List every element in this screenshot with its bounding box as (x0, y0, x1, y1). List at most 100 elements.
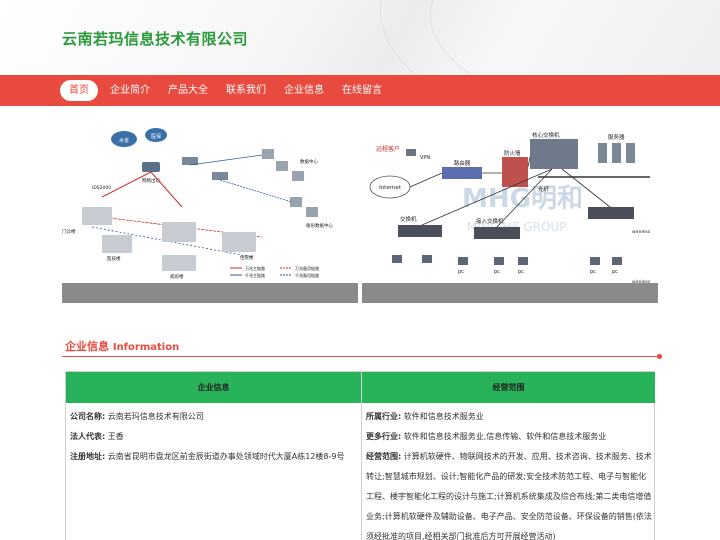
server-icon (276, 161, 288, 171)
legend-label: 万兆主链路 (245, 265, 265, 271)
laptop-icon (406, 149, 416, 156)
remote-client-label: 远程客户 (376, 145, 400, 153)
cloud-label: 水省 (119, 137, 129, 144)
router-icon (442, 167, 482, 179)
wireless-label: wireless (632, 279, 651, 285)
switch-icon (398, 225, 442, 237)
pc-label: pc (518, 269, 524, 275)
firewall-icon (502, 157, 528, 187)
company-name-key: 公司名称: (70, 412, 106, 421)
address-key: 注册地址: (70, 452, 106, 461)
scope-key: 经营范围: (366, 452, 402, 461)
cloud-icon (111, 131, 137, 147)
industry-key: 所属行业: (366, 412, 402, 421)
pc-label: pc (458, 269, 464, 275)
company-name-row: 公司名称: 云南若玛信息技术有限公司 (70, 407, 204, 427)
backup-center-label: 备份数据中心 (306, 222, 333, 229)
enterprise-network-diagram: MHG明和 MING HE GROUP 远程客户 VPN Internet 路由… (369, 131, 651, 285)
core-router-icon (142, 162, 160, 172)
nav-item-contact[interactable]: 联系我们 (226, 85, 266, 96)
link-line (421, 168, 553, 226)
internet-label: Internet (379, 185, 402, 191)
company-name-value: 云南若玛信息技术有限公司 (107, 412, 204, 421)
pc-icon (612, 257, 622, 265)
nav-item-message[interactable]: 在线留言 (342, 85, 382, 96)
pc-icon (392, 255, 402, 263)
site-title[interactable]: 云南若玛信息技术有限公司 (62, 30, 249, 48)
outpatient-label: 门诊楼 (62, 228, 76, 235)
banner-caption-bar (362, 283, 658, 303)
link-line (189, 154, 263, 166)
banner-enterprise-network[interactable]: MHG明和 MING HE GROUP 远程客户 VPN Internet 路由… (362, 127, 658, 303)
pc-icon (590, 257, 600, 265)
legend-label: 万兆备用链路 (295, 265, 319, 271)
more-industry-value: 软件和信息技术服务业,信息传输、软件和信息技术服务业 (403, 432, 607, 441)
industry-row: 所属行业: 软件和信息技术服务业 (366, 407, 484, 427)
link-line (219, 179, 293, 203)
header-decoration (430, 0, 720, 75)
link-line (561, 168, 611, 208)
server-icon (292, 171, 304, 181)
server-icon (262, 149, 274, 159)
more-industry-row: 更多行业: 软件和信息技术服务业,信息传输、软件和信息技术服务业 (366, 427, 606, 447)
address-value: 云南省昆明市盘龙区前金辰街道办事处领域时代大厦A栋12楼8-9号 (107, 452, 345, 461)
cloud-label: 医保 (151, 133, 161, 140)
switch-icon (182, 157, 198, 165)
ids-label: IDS2000 (92, 185, 111, 191)
server-icon (612, 143, 621, 163)
firewall-label: 防火墙 (504, 149, 521, 157)
building-icon (162, 222, 196, 242)
wireless-label: wireless (632, 229, 651, 235)
section-title-cn: 企业信息 (65, 340, 109, 353)
section-title-en: Information (112, 342, 180, 353)
nav-item-company-info[interactable]: 企业信息 (284, 85, 324, 96)
switch-icon (588, 207, 634, 219)
link-line (527, 156, 531, 168)
pc-label: pc (590, 269, 596, 275)
nav-item-products[interactable]: 产品大全 (168, 85, 208, 96)
access-switch-icon (474, 227, 520, 239)
server-icon (598, 143, 607, 163)
core-switch-icon (530, 139, 578, 169)
table-header-company-info: 企业信息 (66, 372, 361, 403)
section-title: 企业信息 Information (65, 338, 179, 354)
server-icon (290, 197, 302, 207)
link-line (150, 171, 183, 208)
business-scope-text: 经营范围: 计算机软硬件、物联网技术的开发、应用、技术咨询、技术服务、技术转让;… (366, 447, 652, 540)
server-icon (306, 207, 318, 217)
vpn-label: VPN (420, 155, 430, 161)
fiber-label: 光纤 (538, 185, 550, 193)
inpatient-label: 住院楼 (240, 254, 254, 261)
core-switch-label: 核心交换机 (532, 131, 560, 139)
address-row: 注册地址: 云南省昆明市盘龙区前金辰街道办事处领域时代大厦A栋12楼8-9号 (70, 447, 344, 467)
nav-item-about[interactable]: 企业简介 (110, 85, 150, 96)
data-center-label: 数据中心 (300, 158, 318, 165)
nav-item-home[interactable]: 首页 (60, 80, 98, 101)
banner-caption-bar (62, 283, 358, 303)
building-icon (102, 235, 132, 253)
server-label: 服务器 (608, 133, 625, 141)
company-info-table: 企业信息 经营范围 (65, 371, 655, 540)
pc-icon (518, 257, 528, 265)
cloud-icon (145, 128, 167, 142)
server-icon (626, 143, 635, 163)
network-topology-diagram: 水省 医保 网络出口 数据中心 备份数据中心 IDS2000 门诊楼 医技楼 住… (62, 128, 333, 280)
link-line (409, 172, 443, 188)
site-header: 云南若玛信息技术有限公司 (0, 0, 720, 75)
more-industry-key: 更多行业: (366, 432, 402, 441)
building-icon (82, 207, 112, 225)
table-column-divider (361, 372, 362, 540)
core-label: 网络出口 (142, 177, 160, 184)
main-nav: 首页 企业简介 产品大全 联系我们 企业信息 在线留言 (0, 75, 720, 106)
medical-tech-label: 医技楼 (107, 255, 121, 262)
switch-icon (212, 172, 228, 180)
legal-rep-row: 法人代表: 王香 (70, 427, 124, 447)
ward-label: 病房楼 (170, 273, 184, 280)
pc-label: pc (494, 269, 500, 275)
table-header-business-scope: 经营范围 (362, 372, 655, 403)
access-switch-label: 接入交换机 (476, 217, 504, 225)
building-icon (222, 232, 256, 252)
legal-rep-key: 法人代表: (70, 432, 106, 441)
legend-label: 千兆备用链路 (295, 272, 319, 278)
banner-network-topology[interactable]: 水省 医保 网络出口 数据中心 备份数据中心 IDS2000 门诊楼 医技楼 住… (62, 127, 358, 303)
